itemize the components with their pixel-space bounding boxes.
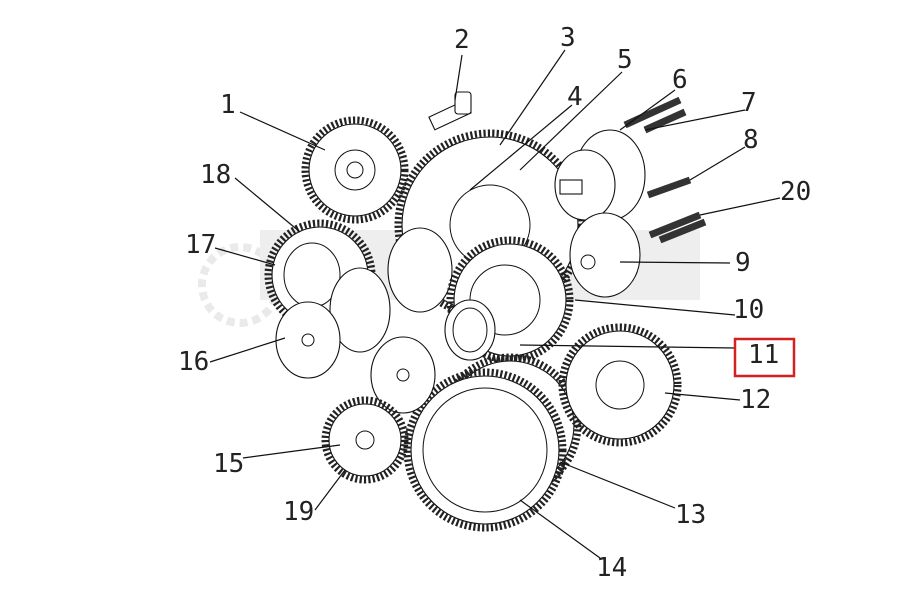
bolt-2 [428, 91, 472, 131]
cover-7 [554, 129, 646, 221]
bolts [623, 96, 707, 244]
bushing [329, 227, 453, 353]
callout-11: 11 [748, 340, 779, 370]
callout-2: 2 [454, 25, 470, 55]
highlight-box [733, 337, 796, 378]
gear-12 [558, 323, 682, 447]
gear-15 [321, 396, 409, 484]
callout-4: 4 [567, 82, 583, 112]
callout-7: 7 [741, 88, 757, 118]
leader-lines [209, 49, 781, 559]
callout-19: 19 [283, 497, 314, 527]
callout-20: 20 [780, 177, 811, 207]
callout-12: 12 [740, 385, 771, 415]
callout-5: 5 [617, 45, 633, 75]
callout-16: 16 [178, 347, 209, 377]
gear-1 [301, 116, 409, 224]
callout-15: 15 [213, 449, 244, 479]
callout-17: 17 [185, 230, 216, 260]
plate-9 [569, 212, 641, 298]
callout-10: 10 [733, 295, 764, 325]
callout-9: 9 [735, 248, 751, 278]
callout-6: 6 [672, 65, 688, 95]
callout-1: 1 [220, 90, 236, 120]
callout-labels: 1 2 3 4 5 6 7 8 20 9 10 11 12 13 14 15 1… [178, 23, 811, 583]
callout-3: 3 [560, 23, 576, 53]
callout-14: 14 [596, 553, 627, 583]
callout-18: 18 [200, 160, 231, 190]
plate-16 [275, 301, 436, 414]
gear-14 [403, 368, 567, 532]
callout-8: 8 [743, 125, 759, 155]
bearing-11 [444, 299, 496, 361]
callout-13: 13 [675, 500, 706, 530]
